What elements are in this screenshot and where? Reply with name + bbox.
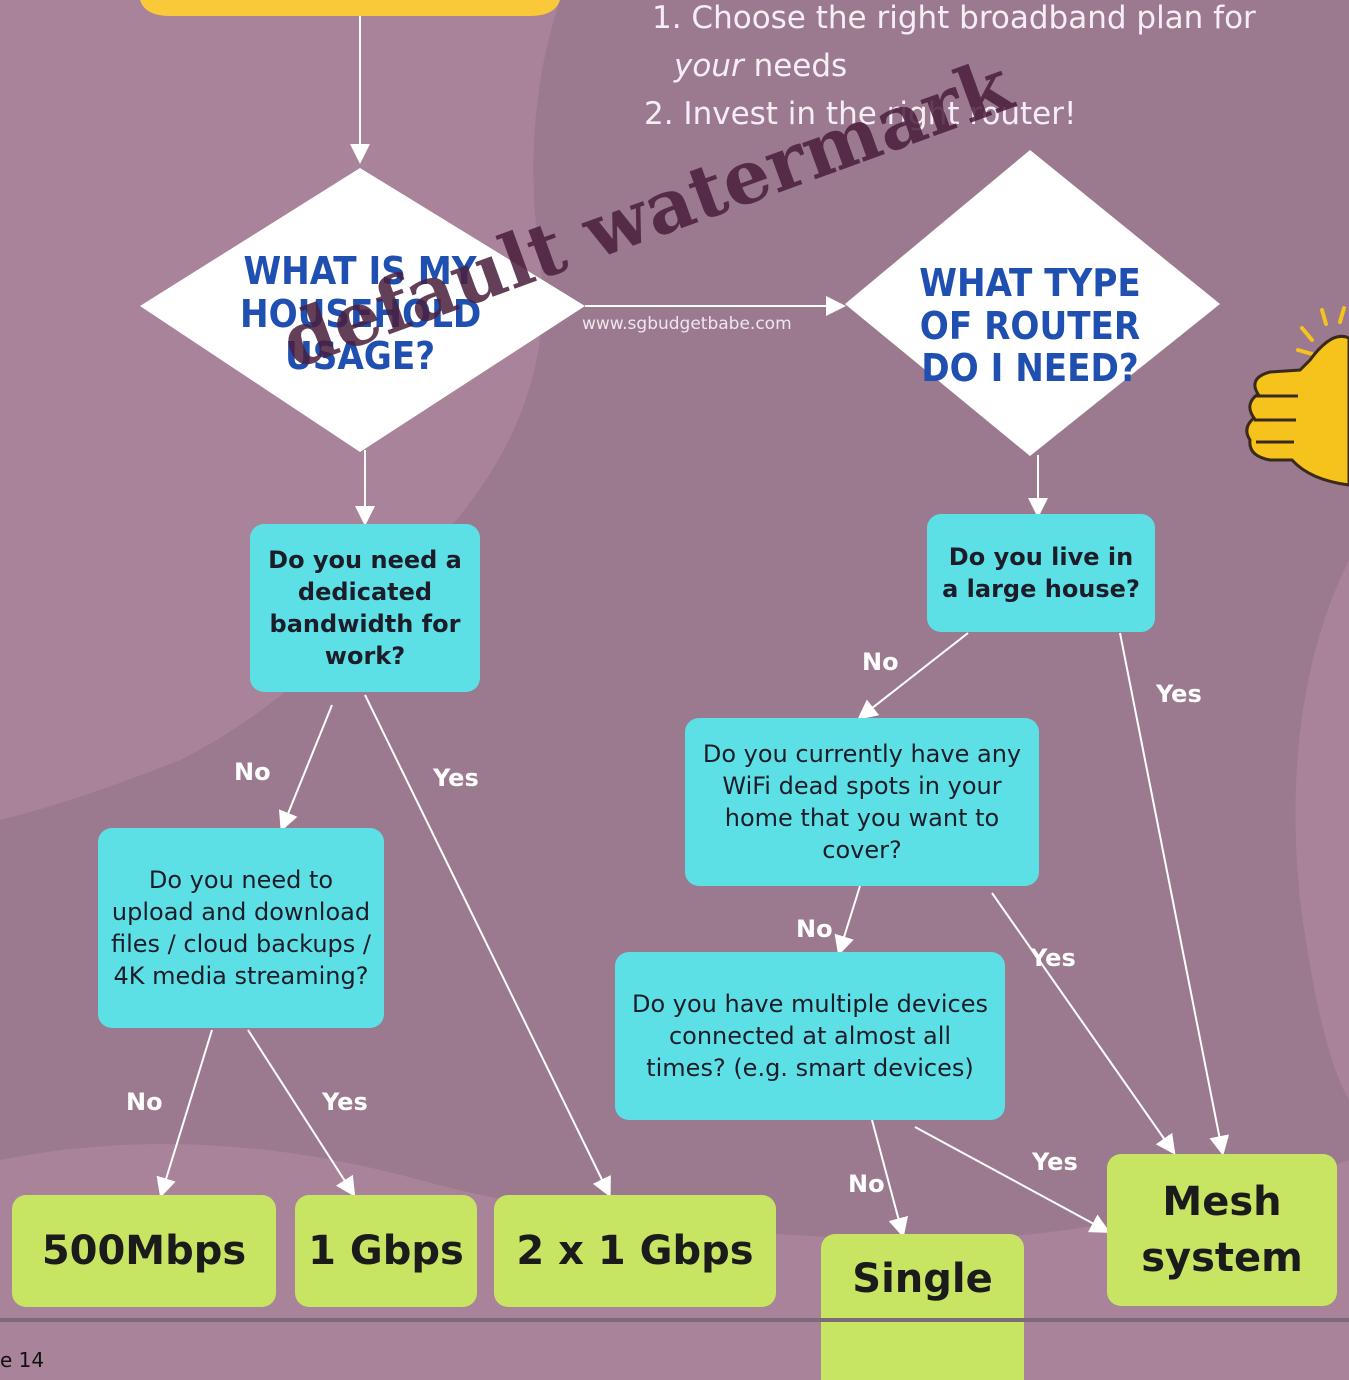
answer-500mbps: 500Mbps (12, 1195, 276, 1307)
answer-2x1gbps: 2 x 1 Gbps (494, 1195, 776, 1307)
edge-label-yes: Yes (322, 1088, 368, 1116)
answer-1gbps: 1 Gbps (295, 1195, 477, 1307)
connector-q1-no (278, 704, 333, 832)
answer-single-router-continuation (821, 1322, 1024, 1380)
edge-label-yes: Yes (1030, 944, 1076, 972)
decision-title-router: WHAT TYPE OF ROUTER DO I NEED? (919, 261, 1141, 391)
edge-label-no: No (848, 1170, 885, 1198)
page-divider (0, 1318, 1349, 1322)
edge-label-yes: Yes (1156, 680, 1202, 708)
edge-label-no: No (126, 1088, 163, 1116)
decision-diamond-router (845, 150, 1220, 456)
answer-mesh-system: Mesh system (1107, 1154, 1337, 1306)
website-url: www.sgbudgetbabe.com (582, 314, 792, 334)
connector-q4-yes (991, 892, 1176, 1155)
edge-label-yes: Yes (433, 764, 479, 792)
connector-q5-no (871, 1119, 909, 1238)
background-blob-right (1295, 560, 1349, 1100)
question-dedicated-bandwidth: Do you need a dedicated bandwidth for wo… (250, 524, 480, 692)
page-footer-band (0, 1322, 1349, 1380)
decision-diamond-usage (140, 168, 585, 452)
connector-q3-no (857, 632, 969, 720)
edge-label-no: No (862, 648, 899, 676)
intro-step-1: 1. Choose the right broadband plan for (652, 0, 1256, 36)
edge-label-yes: Yes (1032, 1148, 1078, 1176)
intro-steps: 1. Choose the right broadband plan for y… (644, 0, 1342, 138)
start-box-fragment (140, 0, 560, 16)
edge-label-no: No (796, 915, 833, 943)
connector-q1-yes (364, 694, 611, 1198)
decision-title-usage: WHAT IS MY HOUSEHOLD USAGE? (240, 249, 482, 379)
question-upload-download: Do you need to upload and download files… (98, 828, 384, 1028)
thumbs-up-icon (1245, 306, 1349, 487)
connector-q5-yes (914, 1126, 1111, 1233)
connector-q2-no (156, 1029, 213, 1198)
question-multiple-devices: Do you have multiple devices connected a… (615, 952, 1005, 1120)
intro-step-1-cont: your needs (674, 48, 848, 84)
page-number: e 14 (0, 1348, 45, 1372)
intro-step-2: 2. Invest in the right router! (644, 96, 1077, 132)
question-large-house: Do you live in a large house? (927, 514, 1155, 632)
question-dead-spots: Do you currently have any WiFi dead spot… (685, 718, 1039, 886)
connector-q2-yes (247, 1029, 356, 1198)
edge-label-no: No (234, 758, 271, 786)
connector-q4-no (834, 885, 861, 956)
connector-q3-yes (1119, 632, 1230, 1156)
